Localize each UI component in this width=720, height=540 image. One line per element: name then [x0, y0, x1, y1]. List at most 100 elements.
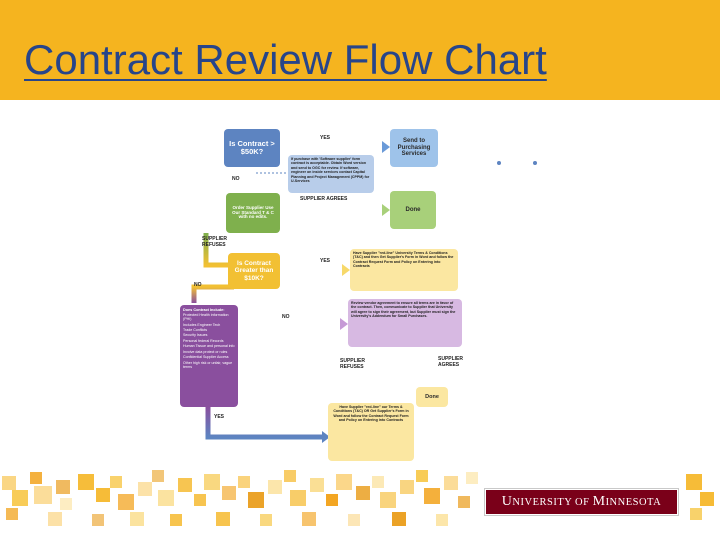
arrowhead [340, 318, 348, 330]
slide-title: Contract Review Flow Chart [24, 36, 547, 83]
decorative-square [248, 492, 264, 508]
decorative-square [400, 480, 414, 494]
checklist-item: Includes Engineer Tech [183, 322, 221, 327]
decorative-square [2, 476, 16, 490]
decorative-square [686, 474, 702, 490]
decorative-square [48, 512, 62, 526]
decorative-square [302, 512, 316, 526]
edge-label-yes-1: YES [320, 135, 331, 141]
decorative-square [222, 486, 236, 500]
decorative-square [178, 478, 192, 492]
decorative-square [336, 474, 352, 490]
decorative-square [138, 482, 152, 496]
checklist-box: Does Contract Include: Protected Health … [180, 305, 238, 407]
header-band [0, 0, 720, 100]
decorative-square [170, 514, 182, 526]
final-options-box: Have Supplier "red-line" our Terms & Con… [328, 403, 414, 461]
edge-label-no-3: NO [282, 314, 290, 320]
decorative-square [204, 474, 220, 490]
decorative-square [326, 494, 338, 506]
review-agreement-box: Review vendor agreement to ensure all te… [348, 299, 462, 347]
arrowhead [382, 141, 390, 153]
decorative-dot [533, 161, 537, 165]
arrowhead [342, 264, 350, 276]
edge-supplier-refuses-1 [203, 233, 228, 268]
decorative-square [30, 472, 42, 484]
university-logo: UNIVERSITY OF MINNESOTA [484, 488, 679, 516]
edge-no-2 [191, 284, 234, 303]
footer-pattern [0, 468, 720, 540]
send-to-purchasing-box: Send to Purchasing Services [390, 129, 438, 167]
checklist-item: Confidential Supplier Access [183, 355, 229, 360]
decorative-square [444, 476, 458, 490]
edge-label-supplier-refuses-2: SUPPLIER REFUSES [340, 358, 366, 370]
decorative-square [34, 486, 52, 504]
decorative-square [158, 490, 174, 506]
decorative-square [466, 472, 478, 484]
decorative-square [310, 478, 324, 492]
note-supplier-terms: Have Supplier "red-line" University Term… [350, 249, 458, 291]
decision-greater-10k: Is Contract Greater than $10K? [228, 253, 280, 289]
edge-label-no-2: NO [194, 282, 202, 288]
decorative-square [194, 494, 206, 506]
decorative-square [284, 470, 296, 482]
logo-letter: M [592, 494, 606, 509]
decorative-square [372, 476, 384, 488]
decorative-square [356, 486, 370, 500]
checklist-item: Security Issues [183, 333, 208, 338]
decision-over-50k: Is Contract > $50K? [224, 129, 280, 167]
decorative-square [118, 494, 134, 510]
decorative-dot [497, 161, 501, 165]
edge-yes-3 [205, 407, 322, 440]
logo-text: NIVERSITY OF [512, 497, 593, 508]
checklist-item: Other high risk or unfair, vague terms [183, 360, 233, 369]
decorative-square [152, 470, 164, 482]
decorative-square [92, 514, 104, 526]
decorative-square [130, 512, 144, 526]
flowchart: Is Contract > $50K? If purchase with 'So… [170, 125, 490, 470]
decorative-square [96, 488, 110, 502]
decorative-square [6, 508, 18, 520]
order-supplier-standard: Order Supplier Use Our Standard T & C wi… [226, 193, 280, 233]
checklist-item: Personal federal Records [183, 338, 224, 343]
flow-connectors [191, 141, 435, 443]
edge-label-yes-3: YES [214, 414, 225, 420]
decorative-square [216, 512, 230, 526]
decorative-square [56, 480, 70, 494]
decorative-square [268, 480, 282, 494]
decorative-square [78, 474, 94, 490]
decorative-square [380, 492, 396, 508]
edge-label-supplier-refuses-1: SUPPLIER REFUSES [202, 236, 228, 248]
decorative-square [416, 470, 428, 482]
decorative-square [436, 514, 448, 526]
checklist-item: Trade Conflicts [183, 328, 208, 333]
decorative-square [348, 514, 360, 526]
logo-text: INNESOTA [605, 497, 662, 508]
edge-label-no-1: NO [232, 176, 240, 182]
edge-label-supplier-agrees-2: SUPPLIER AGREES [438, 356, 464, 368]
checklist-item: Human Tissue and personal info [183, 344, 235, 349]
edge-label-yes-2: YES [320, 258, 331, 264]
note-purchase-order: If purchase with 'Software supplier' for… [288, 155, 374, 193]
decorative-square [110, 476, 122, 488]
arrowhead [322, 431, 330, 443]
decorative-square [458, 496, 470, 508]
decorative-square [260, 514, 272, 526]
decorative-square [392, 512, 406, 526]
checklist-item: Involve data protect or rules [183, 349, 228, 354]
arrowhead [382, 204, 390, 216]
checklist-item: Protected Health information (PHI) [183, 313, 229, 322]
decorative-square [424, 488, 440, 504]
edge-label-supplier-agrees-1: SUPPLIER AGREES [300, 196, 348, 202]
logo-letter: U [501, 494, 513, 509]
decorative-square [690, 508, 702, 520]
decorative-square [700, 492, 714, 506]
done-box-1: Done [390, 191, 436, 229]
decorative-square [12, 490, 28, 506]
decorative-square [238, 476, 250, 488]
decorative-square [290, 490, 306, 506]
decorative-square [60, 498, 72, 510]
checklist-heading: Does Contract Include: [183, 308, 225, 312]
done-box-2: Done [416, 387, 448, 407]
